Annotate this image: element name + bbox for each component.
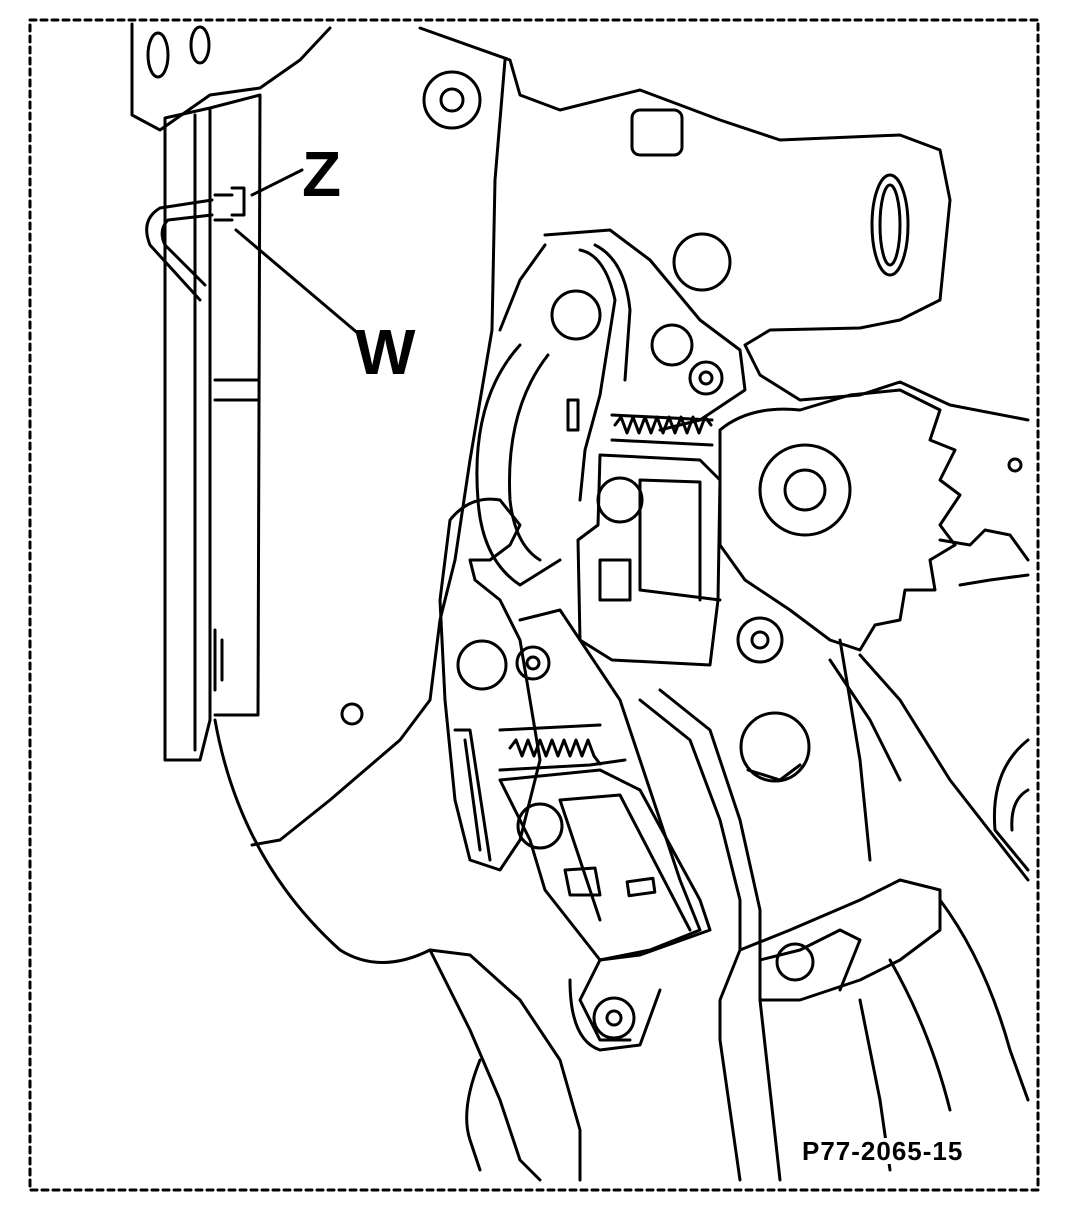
right-frame-2 xyxy=(828,658,902,782)
rail-inner xyxy=(208,93,262,717)
back-bracket-plate xyxy=(130,22,1030,422)
gear-hub-inner xyxy=(783,468,827,512)
upper-spring-2 xyxy=(610,413,714,447)
plate-rib xyxy=(746,763,802,782)
sector-gear xyxy=(718,388,962,652)
actuator-pin-lower xyxy=(516,802,564,850)
lower-latch-arm xyxy=(438,497,542,872)
actuator-tab-lower xyxy=(563,866,602,897)
rail-slot xyxy=(213,628,224,692)
lower-bolt-1-inner xyxy=(525,655,541,671)
latch-pin-2b xyxy=(688,360,724,396)
guide-slot xyxy=(566,398,580,432)
lower-spring-frame xyxy=(498,723,627,772)
upper-actuator-face xyxy=(638,478,722,602)
latch-pin-2 xyxy=(650,323,694,367)
lower-spring xyxy=(508,738,602,766)
curved-guide-inner xyxy=(508,353,550,562)
latch-pin-1 xyxy=(550,289,602,341)
plate-hole-right xyxy=(739,711,811,783)
central-lever xyxy=(638,698,742,1182)
upper-spring xyxy=(613,415,713,435)
lower-latch-lip xyxy=(453,728,492,862)
bottom-link xyxy=(568,978,662,1052)
lower-bolt-1 xyxy=(515,645,551,681)
gear-teeth-right xyxy=(938,528,1030,587)
gear-hub xyxy=(758,443,852,537)
plate-lower-curve xyxy=(213,718,582,1182)
right-frame-4 xyxy=(1010,788,1030,832)
lower-right-curves xyxy=(888,898,1030,1112)
callout-label-z: Z xyxy=(302,138,342,210)
lower-actuator-block xyxy=(498,768,712,962)
gear-bolt-inner xyxy=(750,630,770,650)
plate-square-slot xyxy=(630,108,684,157)
bottom-bolt-inner xyxy=(605,1009,623,1027)
plate-lower-curve-3 xyxy=(465,1058,482,1172)
clip-step xyxy=(213,193,234,222)
curved-guide-edge xyxy=(498,243,547,332)
plate-hole-top xyxy=(422,70,482,130)
plate-lower-curve-2 xyxy=(428,948,542,1182)
plate-small-hole xyxy=(340,702,364,726)
actuator-tab-upper xyxy=(598,558,632,602)
top-slot-1 xyxy=(146,31,170,79)
actuator-slot-lower xyxy=(625,876,657,898)
right-frame xyxy=(858,653,1030,882)
bottom-right-bar xyxy=(738,878,942,1002)
curved-guide xyxy=(475,343,562,587)
upper-latch-arm xyxy=(578,248,617,502)
plate-hole-top-inner xyxy=(439,87,465,113)
upper-latch-housing xyxy=(543,228,747,432)
right-frame-3 xyxy=(992,738,1030,872)
central-lever-2 xyxy=(658,688,782,1182)
figure-code: P77-2065-15 xyxy=(800,1136,966,1166)
gear-right-hole xyxy=(1007,457,1023,473)
spring-clip-inner xyxy=(160,213,214,287)
gear-bolt xyxy=(736,616,784,664)
bottom-right-bar-inner xyxy=(758,928,862,992)
clip-tab xyxy=(230,186,246,217)
bottom-bar-pin xyxy=(775,942,815,982)
actuator-pin-upper xyxy=(596,476,644,524)
lower-linkage xyxy=(518,608,702,1042)
plate-hole-mid xyxy=(672,232,732,292)
plate-oval-slot xyxy=(870,173,910,277)
dashed-frame xyxy=(28,18,1040,1192)
plate-inner-edge xyxy=(250,58,507,847)
callout-label-w: W xyxy=(355,316,416,388)
vertical-rail xyxy=(163,106,212,762)
lower-vertical xyxy=(838,638,872,862)
latch-pin-2c xyxy=(698,370,714,386)
bottom-bolt xyxy=(592,996,636,1040)
upper-actuator-block xyxy=(576,453,722,667)
leader-line-z xyxy=(250,168,304,197)
lower-actuator-face xyxy=(558,793,692,932)
top-slot-2 xyxy=(189,25,211,65)
plate-oval-slot-inner xyxy=(878,183,902,267)
spring-clip xyxy=(145,198,214,302)
upper-latch-arm-2 xyxy=(593,243,632,382)
leader-line-w xyxy=(234,228,362,337)
lower-pin-1 xyxy=(456,639,508,691)
